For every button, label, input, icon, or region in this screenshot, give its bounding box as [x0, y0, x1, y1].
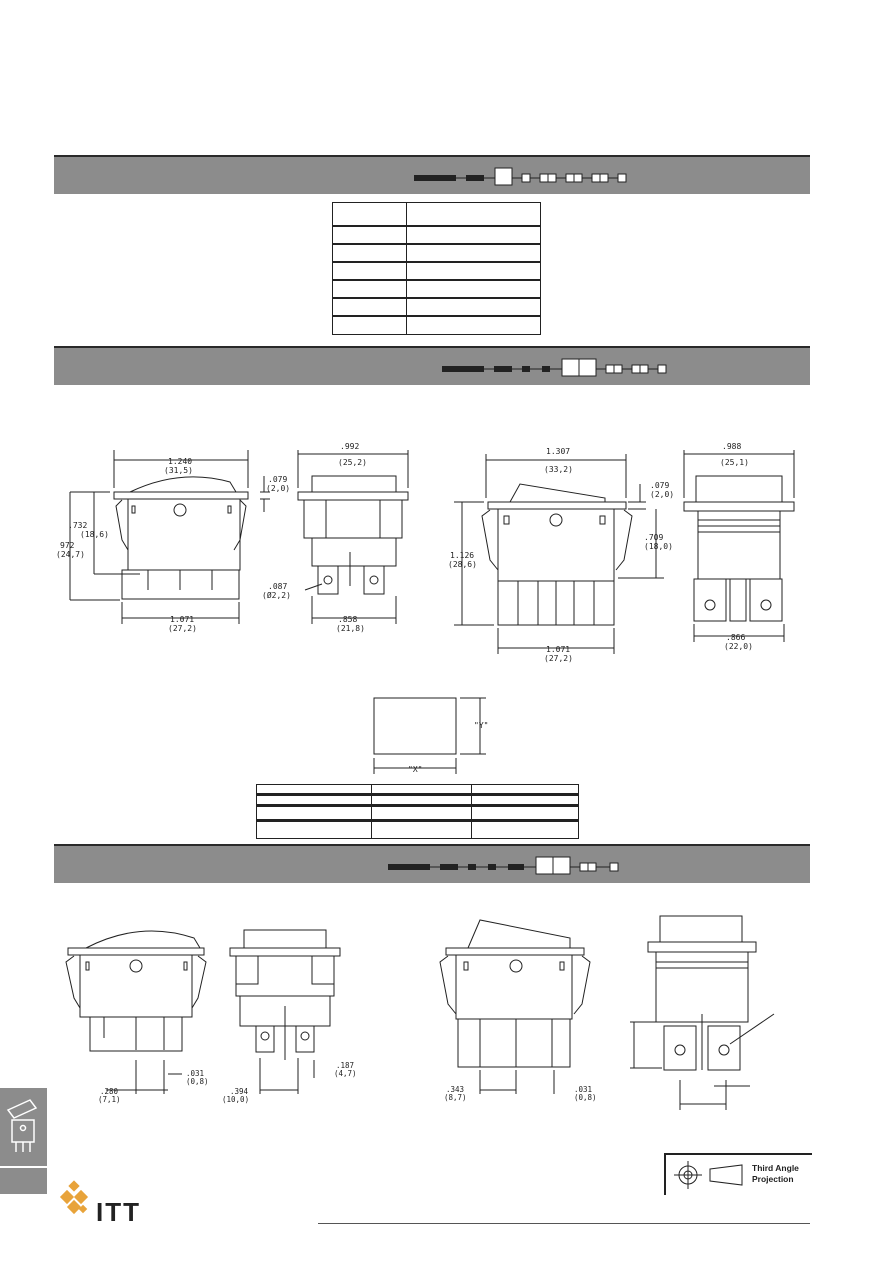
cutout-y-label: "Y"	[474, 721, 488, 730]
third-angle-projection-symbol: Third Angle Projection	[664, 1153, 812, 1195]
part-code-diagram-2	[442, 358, 667, 377]
panel-cutout-drawing: "Y" "X"	[373, 697, 488, 774]
dim-right-base-mm: (27,2)	[544, 654, 573, 663]
dim-br-pin: .031	[574, 1085, 592, 1094]
rocker-switch-icon	[6, 1099, 38, 1152]
dim-bl-pin-mm: (0,8)	[186, 1077, 209, 1086]
dim-rs-width: .988	[722, 442, 741, 451]
options-table-1	[332, 202, 541, 335]
dim-bl-pitch: .280	[100, 1087, 119, 1096]
dim-right-body-mm: (18,0)	[644, 542, 673, 551]
dim-right-width-mm: (33,2)	[544, 465, 573, 474]
projection-label-line2: Projection	[752, 1174, 794, 1184]
section-header-terminals	[54, 844, 810, 883]
dim-right-total-mm: (28,6)	[448, 560, 477, 569]
section-header-ordering	[54, 155, 810, 194]
dim-rs-width-mm: (25,1)	[720, 458, 749, 467]
dim-flange-mm: (2,0)	[266, 484, 290, 493]
projection-label-line1: Third Angle	[752, 1163, 799, 1173]
part-code-diagram-3	[388, 856, 619, 875]
dim-br-pin-mm: (0,8)	[574, 1093, 597, 1102]
dim-hole: .087	[268, 582, 287, 591]
dim-side-base: .858	[338, 615, 357, 624]
cutout-x-label: "X"	[408, 765, 422, 774]
section-header-dimensions	[54, 346, 810, 385]
dim-width-mm: (31,5)	[164, 466, 193, 475]
brand-name: ITT	[96, 1197, 141, 1227]
dim-bs-tab: .187	[336, 1061, 354, 1070]
dim-bl-pin: .031	[186, 1069, 204, 1078]
dim-right-base: 1.071	[546, 645, 570, 654]
dim-total-height-mm: (24,7)	[56, 550, 85, 559]
dim-rs-base: .866	[726, 633, 745, 642]
dim-right-flange-mm: (2,0)	[650, 490, 674, 499]
dim-right-width: 1.307	[546, 447, 570, 456]
itt-logo-icon	[59, 1180, 89, 1215]
dimension-drawings-top: 1.240 (31,5) .079 (2,0) .732 (18,6) 972 …	[56, 442, 795, 663]
dim-body-height: .732	[68, 521, 87, 530]
projection-icon	[674, 1161, 743, 1189]
terminal-drawings: .280 (7,1) .031 (0,8) .394 (10,0) .187 (…	[65, 915, 775, 1110]
dim-flange: .079	[268, 475, 287, 484]
dim-side-width-mm: (25,2)	[338, 458, 367, 467]
dim-base: 1.071	[170, 615, 194, 624]
dim-bs-tab-mm: (4,7)	[334, 1069, 357, 1078]
section-side-tab	[0, 1088, 47, 1194]
dim-side-width: .992	[340, 442, 359, 451]
dim-right-flange: .079	[650, 481, 669, 490]
dim-rs-base-mm: (22,0)	[724, 642, 753, 651]
dim-bs-pitch-mm: (10,0)	[222, 1095, 249, 1104]
dim-body-height-mm: (18,6)	[80, 530, 109, 539]
dim-hole-mm: (Ø2,2)	[262, 590, 291, 600]
dim-br-pitch-mm: (8,7)	[444, 1093, 467, 1102]
part-code-diagram	[414, 167, 627, 186]
dim-right-body: .709	[644, 533, 663, 542]
projection-label: Third Angle Projection	[752, 1163, 799, 1185]
dim-width-label: 1.240	[168, 457, 192, 466]
dim-total-height: 972	[60, 541, 75, 550]
footer-divider	[318, 1223, 810, 1224]
dim-br-pitch: .343	[446, 1085, 464, 1094]
dim-bs-pitch: .394	[230, 1087, 249, 1096]
dim-base-mm: (27,2)	[168, 624, 197, 633]
dim-bl-pitch-mm: (7,1)	[98, 1095, 121, 1104]
dim-side-base-mm: (21,8)	[336, 624, 365, 633]
dim-right-total: 1.126	[450, 551, 474, 560]
cutout-table	[256, 784, 579, 839]
